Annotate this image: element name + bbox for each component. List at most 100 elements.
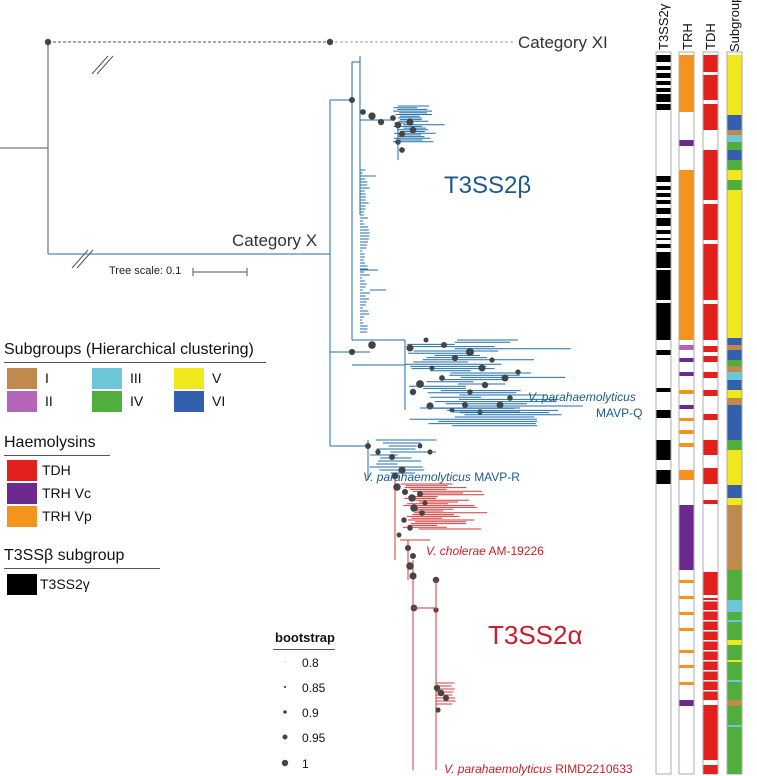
bootstrap-node: [409, 388, 417, 396]
subgroup-band: [727, 55, 742, 115]
trh-band: [679, 405, 694, 409]
tdh-band: [703, 500, 718, 504]
tdh-band: [703, 390, 718, 396]
axis-break-mark: [76, 249, 94, 269]
category-x-label: Category X: [232, 231, 318, 250]
legend-subgroups-title: Subgroups (Hierarchical clustering): [4, 341, 254, 358]
subgroup-band: [727, 170, 742, 180]
subgroup-band: [727, 706, 742, 774]
subgroup-band: [727, 600, 742, 612]
tdh-gap: [703, 600, 718, 602]
bootstrap-node: [515, 369, 521, 375]
trh-band: [679, 372, 694, 376]
tdh-gap: [703, 680, 718, 682]
subgroup-band: [727, 360, 742, 366]
legend-swatch-trh-vc: [7, 483, 37, 504]
bootstrap-node: [437, 689, 445, 697]
subgroup-band: [727, 150, 742, 160]
subgroup-band: [727, 345, 742, 350]
bootstrap-node: [461, 401, 469, 409]
legend-bootstrap-rule: [273, 649, 335, 650]
bootstrap-node: [478, 364, 486, 372]
trh-band: [679, 665, 694, 668]
t3ss2g-band: [656, 55, 671, 62]
bootstrap-label-1: 1: [302, 757, 309, 771]
bootstrap-node: [360, 109, 366, 115]
tdh-band: [703, 55, 718, 72]
tdh-gap: [703, 620, 718, 622]
subgroup-band: [727, 130, 742, 135]
subgroup-stripe: [727, 620, 742, 622]
legend-subgroups-rule: [4, 362, 266, 363]
legend-label-t3ss2g: T3SS2γ: [40, 576, 90, 592]
legend-swatch-trh-vp: [7, 506, 37, 527]
t3ss2g-band: [656, 208, 671, 214]
bootstrap-node: [501, 374, 509, 382]
trh-band: [679, 358, 694, 362]
bootstrap-node: [365, 443, 371, 449]
tdh-band: [703, 598, 718, 700]
tdh-band: [703, 75, 718, 100]
category-xi-node: [326, 38, 334, 46]
bootstrap-node: [410, 504, 418, 512]
trh-band: [679, 650, 694, 653]
strain-mavp-q-name: MAVP-Q: [596, 406, 643, 420]
track-t3ss2g-frame: [655, 51, 672, 775]
bootstrap-node: [419, 510, 425, 516]
t3ss2g-band: [656, 94, 671, 102]
legend-swatch-t3ss2g: [7, 574, 37, 595]
bootstrap-node: [416, 380, 424, 388]
t3ss2g-band: [656, 186, 671, 190]
legend-label-subgroup-i: I: [45, 370, 49, 386]
subgroup-band: [727, 505, 742, 570]
legend-swatch-subgroup-v: [174, 368, 204, 389]
legend-haemolysins-title: Haemolysins: [4, 434, 96, 451]
bootstrap-node: [406, 118, 414, 126]
subgroup-band: [727, 142, 742, 150]
tree-scale-label: Tree scale: 0.1: [109, 265, 182, 277]
bootstrap-node: [449, 407, 455, 413]
bootstrap-node: [398, 466, 406, 474]
tdh-band: [703, 572, 718, 595]
t3ss2g-band: [656, 470, 671, 484]
t3ss2g-band: [656, 81, 671, 85]
trh-band: [679, 140, 694, 146]
bootstrap-node: [407, 525, 413, 531]
t3ss2g-band: [656, 66, 671, 70]
legend-label-tdh: TDH: [42, 462, 71, 478]
t3ss2g-band: [656, 73, 671, 78]
tdh-band: [703, 414, 718, 420]
bootstrap-node: [394, 121, 402, 129]
subgroup-band: [727, 700, 742, 706]
bootstrap-node: [404, 544, 412, 552]
trh-band: [679, 700, 694, 706]
t3ss2-beta-label: T3SS2β: [444, 172, 532, 199]
subgroup-stripe: [727, 725, 742, 727]
category-xi-label: Category XI: [518, 33, 608, 52]
strain-mavp-r: V. parahaemolyticus MAVP-R: [363, 470, 520, 484]
subgroup-band: [727, 420, 742, 440]
legend-label-subgroup-iv: IV: [130, 393, 144, 409]
tdh-band: [703, 705, 718, 760]
legend-label-subgroup-vi: VI: [212, 393, 226, 409]
bootstrap-node: [423, 337, 429, 343]
trh-band: [679, 580, 694, 583]
subgroup-band: [727, 645, 742, 700]
tdh-gap: [703, 670, 718, 672]
legend-label-trh-vc: TRH Vc: [42, 485, 91, 501]
bootstrap-node: [393, 483, 401, 491]
t3ss2g-band: [656, 193, 671, 197]
t3ss2g-band: [656, 270, 671, 300]
subgroup-band: [727, 350, 742, 360]
track-trh-frame: [678, 51, 695, 775]
bootstrap-label-0-85: 0.85: [302, 681, 326, 695]
tdh-gap: [703, 640, 718, 642]
subgroup-band: [727, 366, 742, 372]
bootstrap-node: [391, 472, 399, 480]
subgroup-band: [727, 372, 742, 380]
subgroup-band: [727, 460, 742, 485]
bootstrap-node: [427, 449, 433, 455]
tdh-gap: [703, 690, 718, 692]
tdh-gap: [703, 610, 718, 612]
